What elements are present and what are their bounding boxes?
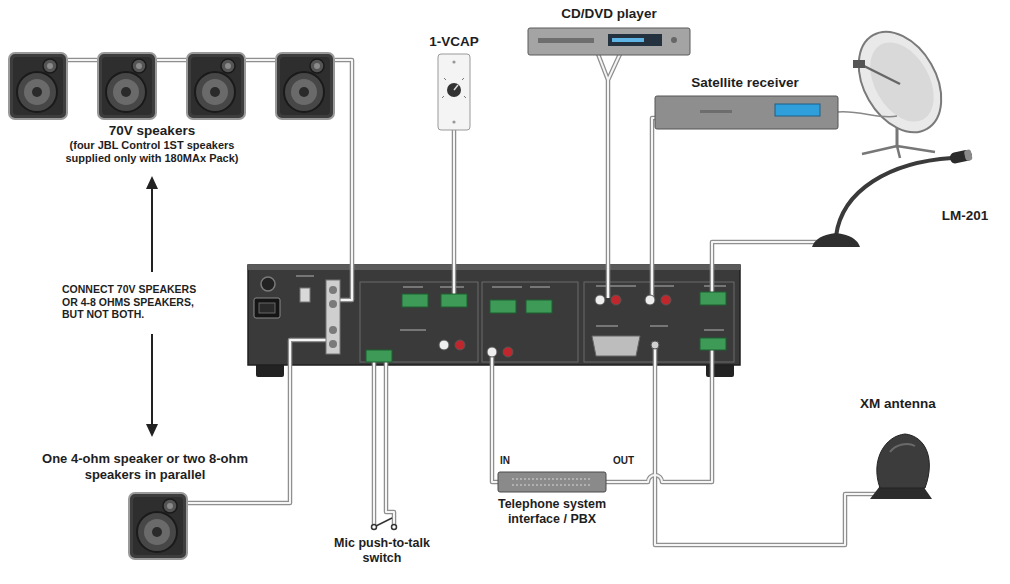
port-label: OUT (613, 455, 634, 467)
panel-section (482, 282, 578, 362)
terminal-screw (329, 300, 337, 308)
amplifier-body (248, 265, 740, 365)
mic-capsule (949, 149, 973, 164)
speaker (129, 493, 187, 559)
device-name: Satellite receiver (691, 75, 798, 91)
terminal-block (366, 350, 392, 362)
plate-screw (452, 120, 455, 123)
disc-tray (538, 38, 594, 43)
terminal-screw (329, 340, 337, 348)
device-name: CD/DVD player (561, 6, 656, 22)
wall-plate (438, 54, 470, 130)
arrow-head (146, 176, 158, 189)
lnb (853, 60, 865, 68)
device-name: 70V speakers (50, 123, 255, 139)
rca-jack (645, 295, 655, 305)
speaker (276, 53, 334, 119)
device-label: One 4-ohm speaker or two 8-ohm speakers … (30, 451, 260, 482)
switch-contact (372, 525, 377, 530)
volume-knob (447, 83, 461, 97)
dish-stand (862, 146, 935, 158)
device-note: (four JBL Control 1ST speakers supplied … (50, 139, 255, 165)
device-label: XM antenna (860, 396, 936, 412)
panel-markings (296, 276, 726, 330)
device-name: XM antenna (860, 396, 936, 412)
terminal-block (700, 292, 726, 305)
power-switch (261, 277, 275, 291)
player-body (528, 28, 690, 55)
voltage-switch (300, 288, 310, 302)
terminal-block (700, 338, 726, 350)
display-digits (612, 38, 644, 42)
receiver-slot (700, 110, 732, 113)
antenna-body (877, 434, 930, 488)
rca-jack (439, 340, 449, 350)
arrow-line (151, 186, 153, 272)
dish-inner (857, 31, 947, 132)
note-text: CONNECT 70V SPEAKERS OR 4-8 OHMS SPEAKER… (62, 283, 207, 321)
device-label: Mic push-to-talk switch (325, 536, 440, 566)
switch-lever (376, 518, 392, 526)
knob-pointer (454, 85, 458, 90)
power-inlet-socket (259, 303, 275, 313)
mic-head (949, 149, 973, 164)
dish-reflector (842, 17, 958, 147)
terminal-screw (329, 326, 337, 334)
device-name: 1-VCAP (429, 34, 479, 50)
panel-section (360, 282, 478, 362)
player-button (671, 37, 677, 43)
device-name: One 4-ohm speaker or two 8-ohm speakers … (30, 451, 260, 482)
antenna-highlight (890, 444, 915, 452)
amplifier-top-edge (248, 265, 740, 270)
device-label: 1-VCAP (429, 34, 479, 50)
serial-port (592, 336, 640, 356)
speaker (9, 53, 67, 119)
mic-base (812, 233, 860, 247)
player-display (608, 34, 662, 46)
rca-jack (595, 295, 605, 305)
device-label: CD/DVD player (561, 6, 656, 22)
rca-jack (503, 347, 513, 357)
interface-vents (512, 485, 592, 486)
device-name: Telephone system interface / PBX (490, 497, 615, 527)
gooseneck (836, 158, 952, 236)
terminal-block (526, 300, 552, 313)
rca-jack (455, 340, 465, 350)
terminal-block (441, 294, 467, 307)
mic-grille (964, 149, 973, 161)
device-label: LM-201 (942, 208, 989, 224)
rca-jack (611, 295, 621, 305)
knob-ticks (442, 78, 466, 98)
antenna-jack (651, 341, 659, 349)
device-label: 70V speakers(four JBL Control 1ST speake… (50, 123, 255, 166)
plate-screw (452, 60, 455, 63)
rca-jack (487, 347, 497, 357)
power-inlet (254, 298, 280, 318)
terminal-screw (329, 286, 337, 294)
device-label: Satellite receiver (691, 75, 798, 91)
dish-cable (838, 112, 897, 117)
speaker-terminal-strip (326, 280, 340, 354)
device-label: Telephone system interface / PBX (490, 497, 615, 527)
feed-arm (864, 66, 900, 84)
arrow-head (146, 424, 158, 437)
device-name: LM-201 (942, 208, 989, 224)
telephone-interface (498, 472, 606, 492)
rca-jack (661, 295, 671, 305)
speaker (98, 53, 156, 119)
receiver-display (775, 104, 820, 116)
terminal-block (490, 300, 516, 313)
device-name: Mic push-to-talk switch (325, 536, 440, 566)
switch-contact (392, 525, 397, 530)
arrow-line (151, 334, 153, 426)
receiver-body (655, 96, 838, 129)
port-label: IN (500, 455, 510, 467)
interface-vents (512, 479, 592, 480)
terminal-block (402, 294, 428, 307)
speaker (187, 53, 245, 119)
